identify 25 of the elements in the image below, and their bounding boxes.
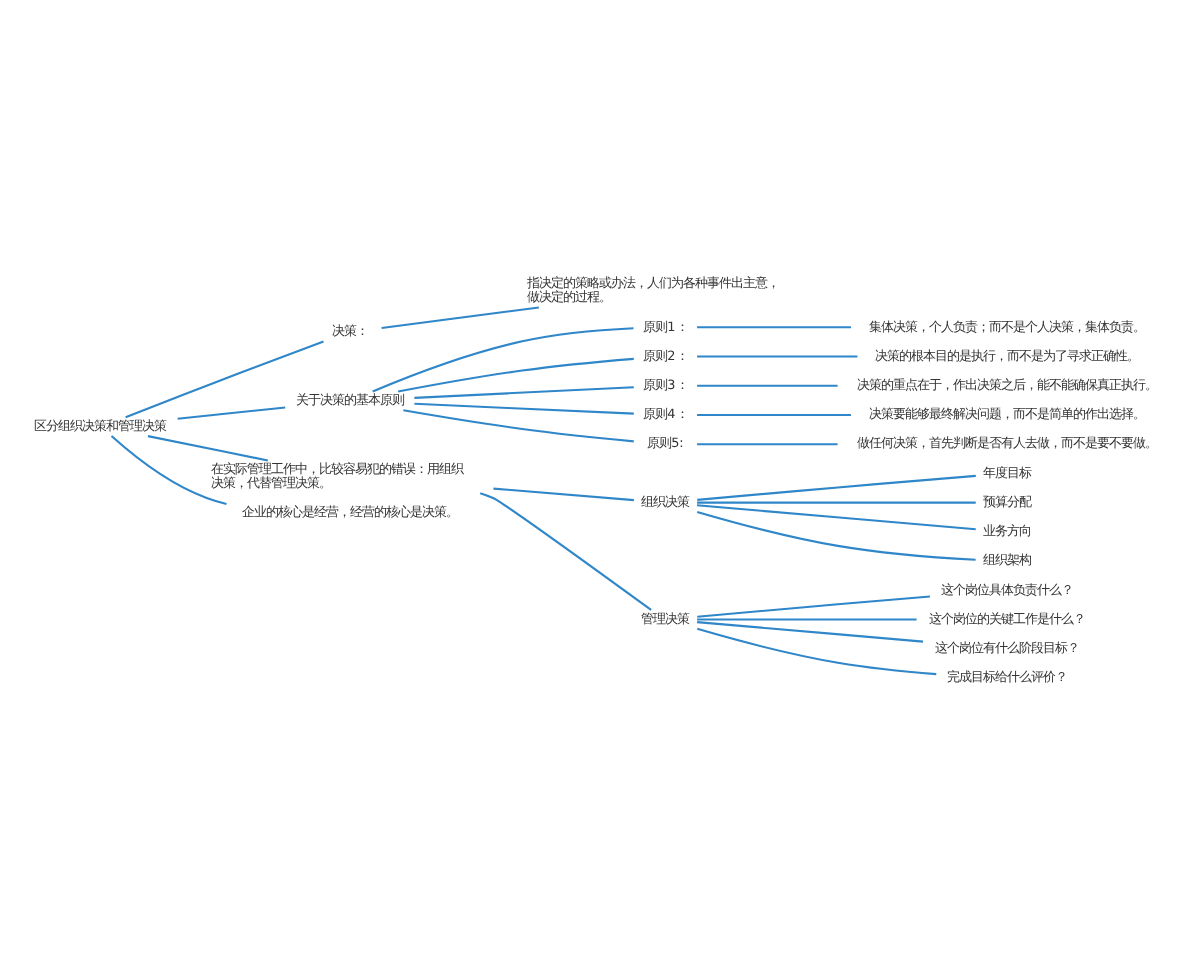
connector [110,434,227,505]
connector [697,617,917,620]
connector [696,509,976,560]
connector [414,385,634,398]
connector [397,356,634,392]
connector [372,326,634,392]
connector [696,620,924,642]
connector [697,442,838,445]
connector [125,339,324,418]
connector [696,626,937,675]
connector [479,491,652,610]
connector [177,405,286,419]
connector [697,500,976,503]
connector [381,305,539,328]
connector [696,503,976,530]
connector [697,383,838,386]
connector [697,473,976,500]
connector [493,486,634,501]
connector [697,412,851,415]
connector [697,325,851,328]
connector [414,401,634,414]
connector [403,408,634,442]
connector [697,354,858,357]
connector [147,434,269,461]
connector [697,594,931,617]
